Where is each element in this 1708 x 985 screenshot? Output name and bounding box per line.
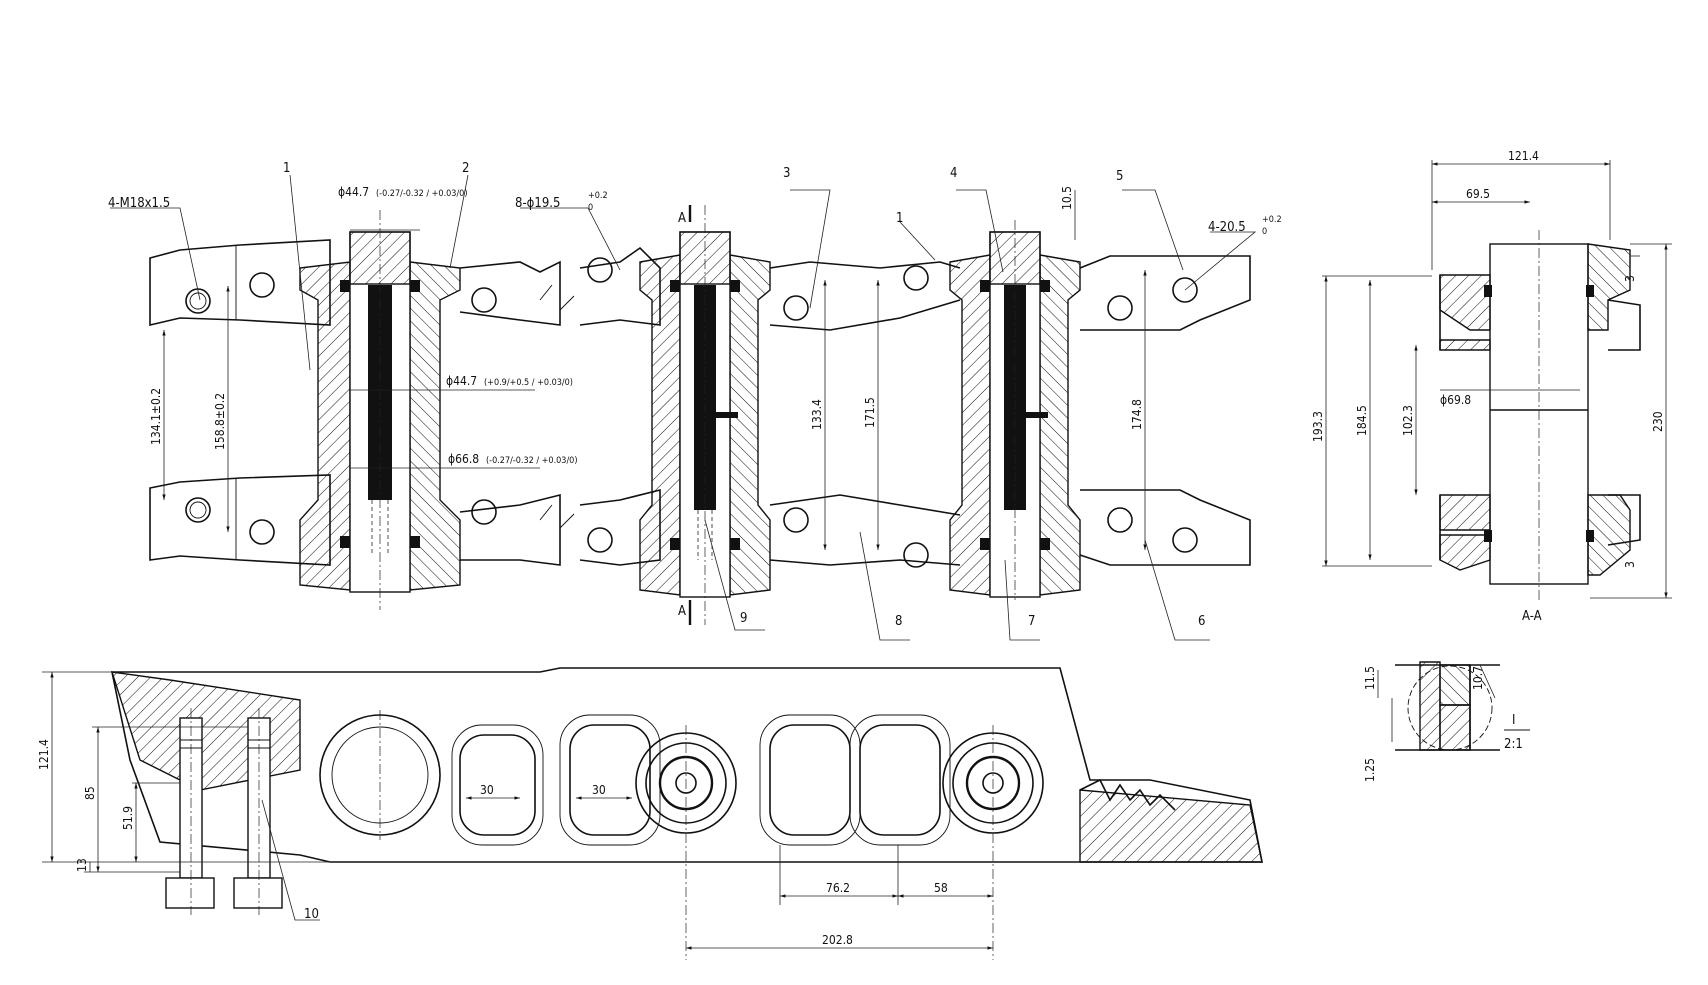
part-10: 10 — [304, 907, 319, 922]
section-mark-top: A — [678, 211, 686, 226]
dim-11-5: 11.5 — [1363, 666, 1377, 690]
dim-230: 230 — [1651, 411, 1665, 432]
dim-121-4-side: 121.4 — [37, 739, 51, 770]
dia-mid-label: ϕ44.7 (+0.9/+0.5 / +0.03/0) — [446, 374, 573, 388]
part-8: 8 — [895, 614, 902, 629]
dim-105: 10.5 — [1060, 186, 1074, 210]
dim-58: 58 — [934, 881, 948, 895]
dim-1-25: 1.25 — [1363, 758, 1377, 782]
bore-label: 8-ϕ19.5 +0.2 0 — [515, 191, 608, 213]
dim-10-7: 10.7 — [1471, 666, 1485, 690]
svg-text:(-0.27/-0.32 / +0.03/0): (-0.27/-0.32 / +0.03/0) — [486, 456, 578, 466]
svg-text:(+0.9/+0.5 / +0.03/0): (+0.9/+0.5 / +0.03/0) — [484, 378, 573, 388]
dim-174: 174.8 — [1130, 399, 1144, 430]
dim-30-a: 30 — [480, 783, 494, 797]
thread-label: 4-M18x1.5 — [108, 196, 170, 211]
dim-121-4-top: 121.4 — [1508, 149, 1539, 163]
dim-3-top: 3 — [1623, 275, 1637, 282]
detail-mark: I — [1512, 713, 1515, 728]
section-caption: A-A — [1522, 609, 1542, 624]
part-7: 7 — [1028, 614, 1035, 629]
section-mark-bottom: A — [678, 604, 686, 619]
part-1: 1 — [283, 161, 290, 176]
dia-69-8: ϕ69.8 — [1440, 393, 1471, 407]
svg-text:0: 0 — [588, 203, 593, 213]
svg-text:(-0.27/-0.32 / +0.03/0): (-0.27/-0.32 / +0.03/0) — [376, 189, 468, 199]
detail-view: 11.5 10.7 1.25 I 2:1 — [1363, 661, 1530, 782]
dim-69-5: 69.5 — [1466, 187, 1490, 201]
section-aa-view — [1439, 230, 1641, 600]
svg-text:0: 0 — [1262, 227, 1267, 237]
plan-dimensions: 4-M18x1.5 8-ϕ19.5 +0.2 0 4-20.5 +0.2 0 ϕ… — [108, 161, 1282, 641]
dim-13: 13 — [75, 858, 89, 872]
dim-193-3: 193.3 — [1311, 411, 1325, 442]
part-9: 9 — [740, 611, 747, 626]
part-6: 6 — [1198, 614, 1205, 629]
svg-text:+0.2: +0.2 — [588, 191, 608, 201]
dim-76-2: 76.2 — [826, 881, 850, 895]
detail-scale: 2:1 — [1504, 737, 1523, 752]
svg-text:ϕ44.7: ϕ44.7 — [446, 374, 477, 388]
svg-text:ϕ66.8: ϕ66.8 — [448, 452, 479, 466]
dim-158: 158.8±0.2 — [213, 393, 227, 450]
dim-202-8: 202.8 — [822, 933, 853, 947]
dim-85: 85 — [83, 786, 97, 800]
svg-text:4-20.5: 4-20.5 — [1208, 220, 1246, 235]
dia-top-label: ϕ44.7 (-0.27/-0.32 / +0.03/0) — [338, 185, 468, 199]
dim-102-3: 102.3 — [1401, 405, 1415, 436]
dia-bottom-label: ϕ66.8 (-0.27/-0.32 / +0.03/0) — [448, 452, 578, 466]
svg-text:8-ϕ19.5: 8-ϕ19.5 — [515, 196, 560, 211]
dim-3-bottom: 3 — [1623, 561, 1637, 568]
side-view — [110, 667, 1263, 960]
plan-view — [149, 205, 1251, 625]
svg-text:+0.2: +0.2 — [1262, 215, 1282, 225]
dim-30-b: 30 — [592, 783, 606, 797]
minor-label: 1 — [896, 211, 903, 226]
part-5: 5 — [1116, 169, 1123, 184]
dim-171: 171.5 — [863, 397, 877, 428]
dim-134: 134.1±0.2 — [149, 388, 163, 445]
section-aa-dimensions: 121.4 69.5 193.3 184.5 102.3 ϕ69.8 230 3… — [1311, 149, 1672, 624]
part-2: 2 — [462, 161, 469, 176]
svg-text:ϕ44.7: ϕ44.7 — [338, 185, 369, 199]
dim-133: 133.4 — [810, 399, 824, 430]
dim-51-9: 51.9 — [121, 806, 135, 830]
part-3: 3 — [783, 166, 790, 181]
side-view-dimensions: 121.4 85 51.9 13 30 30 76.2 58 202.8 10 — [37, 671, 993, 950]
slot-label: 4-20.5 +0.2 0 — [1208, 215, 1282, 237]
dim-184-5: 184.5 — [1355, 405, 1369, 436]
part-4: 4 — [950, 166, 957, 181]
